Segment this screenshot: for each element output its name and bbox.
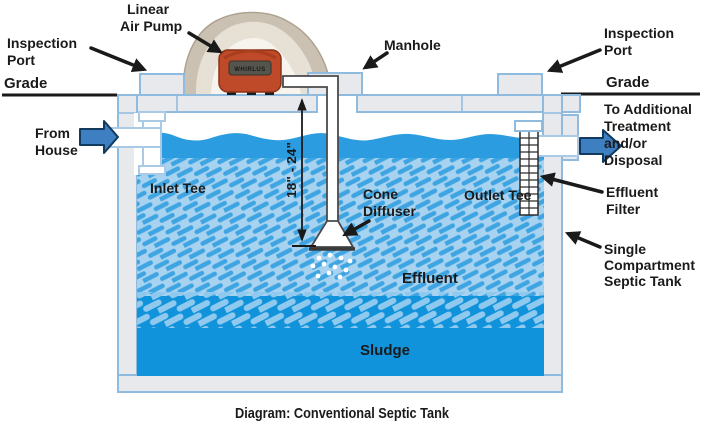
sludge-boundary-hatch	[137, 292, 544, 328]
arrow-to-air-pump	[187, 31, 223, 54]
inlet-tee-assembly	[106, 111, 166, 175]
label-single-compartment-2: Compartment	[604, 257, 695, 273]
tank-joints	[118, 96, 562, 114]
label-effluent-filter-1: Effluent	[606, 184, 658, 200]
label-sludge: Sludge	[360, 342, 410, 359]
label-inspection-port-left-1: Inspection	[7, 35, 77, 51]
effluent-filter-grid	[520, 131, 538, 215]
arrow-to-cone-diffuser	[342, 219, 371, 237]
label-grade-right: Grade	[606, 74, 649, 91]
arrow-to-manhole	[362, 51, 389, 70]
label-dimension: 18" - 24"	[285, 142, 299, 198]
diffuser-bubbles	[310, 252, 353, 280]
inspection-port-left-riser	[139, 73, 185, 96]
label-to-additional-1: To Additional	[604, 101, 692, 117]
inlet-tee-cap	[138, 111, 166, 122]
linear-air-pump: WHIRLUS	[218, 49, 282, 95]
effluent-filter-cap	[514, 120, 543, 132]
effluent-filter-assembly	[514, 120, 543, 216]
tank-water	[137, 132, 544, 376]
label-linear-air-pump-1: Linear	[127, 1, 170, 17]
annotation-labels: Linear Air Pump Inspection Port Grade Ma…	[4, 1, 695, 289]
label-from-house-2: House	[35, 142, 78, 158]
label-to-additional-2: Treatment	[604, 118, 671, 134]
label-single-compartment-1: Single	[604, 241, 646, 257]
label-cone-diffuser-2: Diffuser	[363, 203, 416, 219]
label-outlet-tee: Outlet Tee	[464, 187, 532, 203]
outlet-pipe	[535, 135, 579, 157]
label-inspection-port-right-1: Inspection	[604, 25, 674, 41]
label-from-house-1: From	[35, 125, 70, 141]
water-surface-band	[137, 132, 544, 160]
pump-label-plate	[228, 60, 272, 76]
label-cone-diffuser-1: Cone	[363, 186, 398, 202]
label-grade-left: Grade	[4, 75, 47, 92]
to-treatment-arrow	[579, 129, 622, 163]
tank-bottom-slab	[117, 374, 563, 393]
label-manhole: Manhole	[384, 37, 441, 53]
label-effluent-filter-2: Filter	[606, 201, 641, 217]
label-effluent: Effluent	[402, 270, 458, 287]
arrow-to-tank-wall	[564, 231, 602, 249]
label-to-additional-3: and/or	[604, 135, 647, 151]
label-inspection-port-left-2: Port	[7, 52, 35, 68]
from-house-arrow	[79, 120, 119, 154]
diagram-caption: Diagram: Conventional Septic Tank	[235, 405, 450, 422]
arrow-to-inspection-port-right	[546, 48, 602, 73]
label-inlet-tee: Inlet Tee	[150, 180, 206, 196]
arrow-to-effluent-filter	[539, 172, 604, 194]
tank-top-slab-left	[117, 94, 318, 113]
pump-brand-text: WHIRLUS	[234, 67, 266, 73]
cone-diffuser-shape	[309, 220, 355, 248]
inspection-port-right-riser	[497, 73, 543, 96]
annotation-arrows	[89, 31, 604, 249]
inlet-tee-flare	[138, 165, 166, 175]
pump-top-ridge	[223, 49, 277, 60]
label-linear-air-pump-2: Air Pump	[120, 18, 182, 34]
depth-dimension: 18" - 24"	[285, 98, 316, 247]
tank-top-slab-right	[356, 94, 581, 113]
label-single-compartment-3: Septic Tank	[604, 273, 682, 289]
label-to-additional-4: Disposal	[604, 152, 662, 168]
arrow-to-inspection-port-left	[89, 46, 148, 72]
label-inspection-port-right-2: Port	[604, 42, 632, 58]
